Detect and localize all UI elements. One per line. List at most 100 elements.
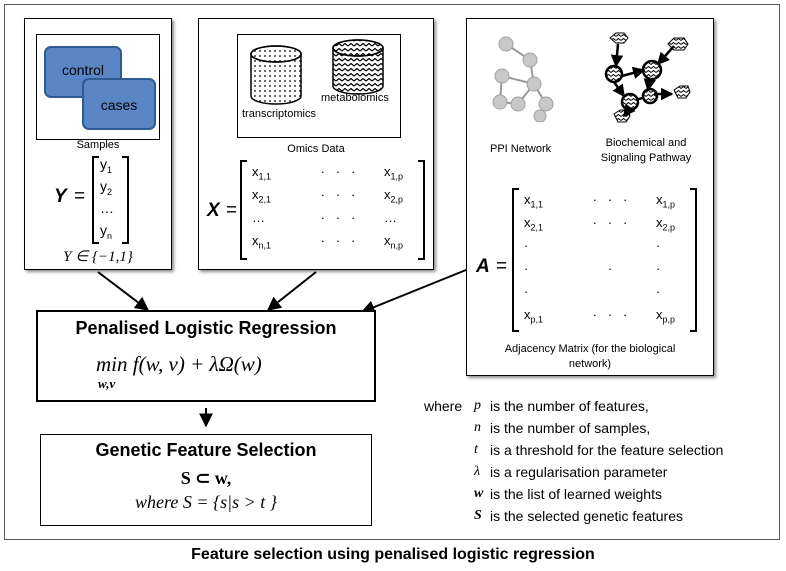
x-matrix-row: x2,1· · ·x2,p [250,187,416,210]
pathway-label-line2: Signaling Pathway [600,152,692,164]
a-matrix-row: x2,1· · ·x2,p [522,215,688,238]
cases-box: cases [82,78,156,130]
legend-item: t is a threshold for the feature selectio… [466,442,776,462]
a-matrix-cell-dots: · [607,261,613,276]
a-matrix-cell-last-base: · [656,238,661,253]
a-matrix-cell-last-sub: 2,p [662,222,676,233]
y-bracket-left [92,156,99,244]
x-matrix-cell-last-sub: 1,p [390,171,404,182]
a-matrix-cell-first: · [524,284,528,299]
legend-item: w is the list of learned weights [466,486,776,506]
pathway-network-icon [604,32,691,123]
legend-text: is a threshold for the feature selection [490,442,724,458]
x-matrix-cell-last-sub: 2,p [390,194,404,205]
arrow-samples-to-regression [97,271,150,311]
y-entry-value-base: y [100,178,107,194]
x-matrix-cell-first-base: x [252,164,259,179]
y-entry-value-sub: 1 [107,164,113,175]
arrow-network-to-regression [360,269,467,314]
x-matrix-cell-last-base: x [384,187,391,202]
a-matrix-cell-last: xp,p [656,307,675,325]
a-matrix-cell-first: · [524,261,528,276]
a-matrix-cell-first-base: · [524,284,529,299]
legend-symbol: t [474,442,478,457]
x-matrix-cell-first: xn,1 [252,233,271,251]
x-bracket-right [418,160,425,260]
figure-caption: Feature selection using penalised logist… [191,546,595,563]
a-matrix-cell-dots: · · · [592,215,628,230]
x-matrix-cell-dots: · · · [320,187,356,202]
y-equals: = [74,186,86,207]
a-matrix-cell-last: x2,p [656,215,675,233]
ppi-network-icon [492,36,554,122]
a-matrix-row: x1,1· · ·x1,p [522,192,688,215]
legend-where: where [424,398,463,414]
x-matrix-cell-dots: · · · [320,210,356,225]
x-matrix-cell-last: xn,p [384,233,403,251]
a-matrix-row: ·· [522,238,688,261]
x-matrix-cell-first: x1,1 [252,164,271,182]
legend-symbol: n [474,420,481,435]
y-entry: yn [100,222,122,244]
regression-title: Penalised Logistic Regression [75,318,337,338]
legend-item: n is the number of samples, [466,420,776,440]
y-entry-value-sub: 2 [107,186,113,197]
x-matrix-cell-first-base: x [252,187,259,202]
x-matrix-row: …· · ·… [250,210,416,233]
legend-symbol: S [474,508,482,523]
a-matrix-cell-last: · [656,238,660,253]
metabolomics-label: metabolomics [321,92,389,104]
y-entry: … [100,200,122,222]
legend-text: is the list of learned weights [490,486,662,502]
legend-text: is a regularisation parameter [490,464,668,480]
x-matrix-cell-first-base: x [252,233,259,248]
y-vector: y1 y2 … yn [100,156,122,244]
y-entry-value: … [100,200,114,216]
a-matrix-cell-dots: · · · [592,192,628,207]
a-matrix-row: xp,1 · · · xp,p [522,307,688,330]
y-bracket-right [122,156,129,244]
selection-line2: where S = {s|s > t } [135,492,277,512]
a-matrix-cell-last-base: x [656,215,663,230]
a-matrix-cell-last-base: · [656,261,661,276]
selection-line1: S ⊂ w, [180,468,232,488]
a-matrix-cell-first-base: x [524,192,531,207]
y-entry: y2 [100,178,122,200]
a-matrix-cell-first-sub: p,1 [530,314,544,325]
a-matrix-row: ·· [522,284,688,307]
a-matrix-cell-first-base: · [524,261,529,276]
y-domain: Y ∈ {−1,1} [63,249,133,265]
a-matrix-cell-last-sub: 1,p [662,199,676,210]
legend-symbol: p [474,398,481,413]
legend-symbol: w [474,486,484,501]
x-matrix-cell-dots: · · · [320,233,356,248]
a-matrix-cell-dots: · · · [592,307,628,322]
a-symbol: A [476,256,490,277]
y-entry-value-sub: n [107,230,113,241]
samples-caption: Samples [76,139,120,151]
ppi-network-label: PPI Network [490,143,552,155]
x-matrix-cell-first-base: … [252,210,265,225]
legend-text: is the number of samples, [490,420,651,436]
a-matrix-cell-first: · [524,238,528,253]
a-matrix-cell-first-base: · [524,238,529,253]
omics-caption: Omics Data [287,143,345,155]
x-matrix-cell-last-sub: n,p [390,240,404,251]
a-matrix-cell-first: xp,1 [524,307,543,325]
a-matrix-cell-last: · [656,261,660,276]
y-entry-value: y2 [100,178,113,197]
y-entry-value: yn [100,222,113,241]
adjacency-caption-line2: network) [568,358,612,370]
transcriptomics-label: transcriptomics [242,108,316,120]
x-matrix-cell-last-base: x [384,233,391,248]
pathway-label-line1: Biochemical and [605,137,687,149]
transcriptomics-cylinder-icon [250,45,302,105]
a-equals: = [496,256,508,277]
y-symbol: Y [54,186,67,207]
y-entry-value-base: … [100,200,114,216]
arrow-omics-to-regression [266,271,317,311]
a-matrix-cell-first-base: x [524,307,531,322]
